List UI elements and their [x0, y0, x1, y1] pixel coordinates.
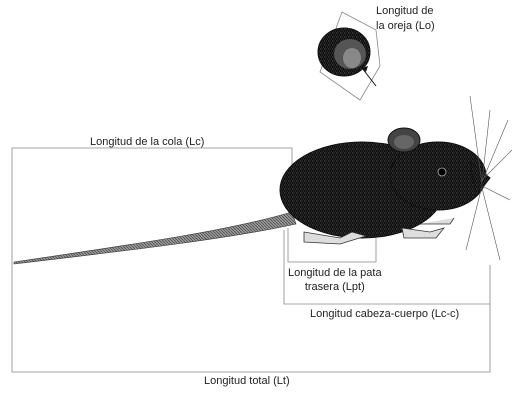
ear-inset [318, 28, 376, 86]
ear-length-label: Longitud de la oreja (Lo) [376, 4, 435, 34]
hindfoot-length-label: Longitud de la pata trasera (Lpt) [288, 266, 382, 294]
ear-length-label-line2: la oreja (Lo) [376, 19, 435, 34]
tail-length-label: Longitud de la cola (Lc) [90, 136, 204, 149]
total-length-label: Longitud total (Lt) [204, 375, 290, 388]
rodent-body [280, 96, 512, 260]
hindfoot-length-label-line1: Longitud de la pata [288, 266, 382, 280]
hindfoot-length-label-line2: trasera (Lpt) [288, 280, 382, 294]
tail [14, 212, 296, 264]
ear-length-label-line1: Longitud de [376, 4, 435, 19]
head-body-length-label: Longitud cabeza-cuerpo (Lc-c) [310, 308, 459, 321]
